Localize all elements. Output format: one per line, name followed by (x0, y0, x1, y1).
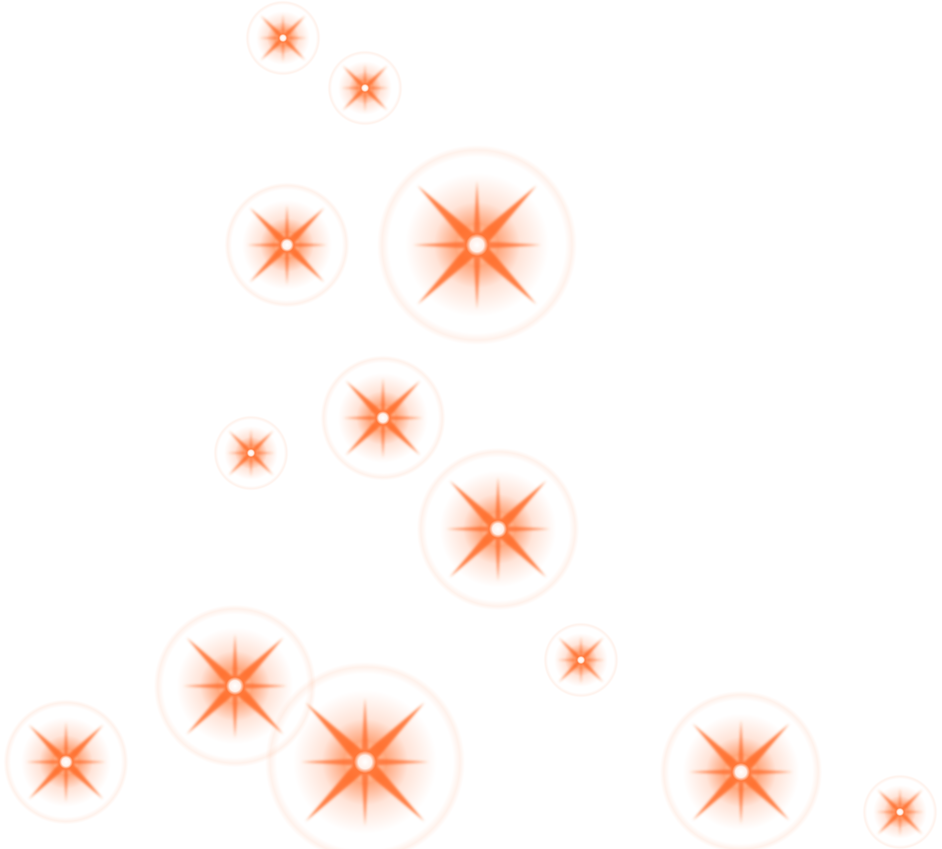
sparkle-core (225, 676, 245, 696)
sparkle-10 (3, 699, 129, 825)
sparkle-13 (862, 774, 938, 849)
sparkle-rays (413, 181, 541, 309)
sparkle-rays (26, 722, 106, 802)
sparkle-6 (213, 415, 289, 491)
sparkle-4 (377, 145, 577, 345)
sparkle-7 (416, 447, 580, 611)
sparkle-5 (320, 355, 446, 481)
sparkle-core (488, 519, 508, 539)
sparkle-rays (689, 720, 793, 824)
sparkle-12 (659, 690, 823, 849)
sparkle-core (895, 807, 905, 817)
sparkle-9 (543, 622, 619, 698)
sparkle-rays (247, 205, 327, 285)
sparkle-1 (245, 0, 321, 76)
sparkle-core (376, 411, 390, 425)
sparkle-rays (259, 14, 307, 62)
sparkle-core (360, 83, 370, 93)
sparkle-rays (343, 378, 423, 458)
sparkle-rays (227, 429, 275, 477)
sparkle-3 (224, 182, 350, 308)
sparkle-rays (557, 636, 605, 684)
sparkle-core (280, 238, 294, 252)
sparkle-rays (446, 477, 550, 581)
sparkle-11 (265, 662, 465, 849)
sparkle-rays (301, 698, 429, 826)
sparkle-core (465, 233, 489, 257)
sparkles-group (3, 0, 938, 849)
sparkle-2 (327, 50, 403, 126)
sparkle-core (353, 750, 377, 774)
sparkle-core (246, 448, 256, 458)
sparkle-rays (341, 64, 389, 112)
sparkle-core (731, 762, 751, 782)
sparkle-core (278, 33, 288, 43)
sparkle-rays (876, 788, 924, 836)
sparkle-core (576, 655, 586, 665)
sparkle-rays (183, 634, 287, 738)
sparkle-core (59, 755, 73, 769)
